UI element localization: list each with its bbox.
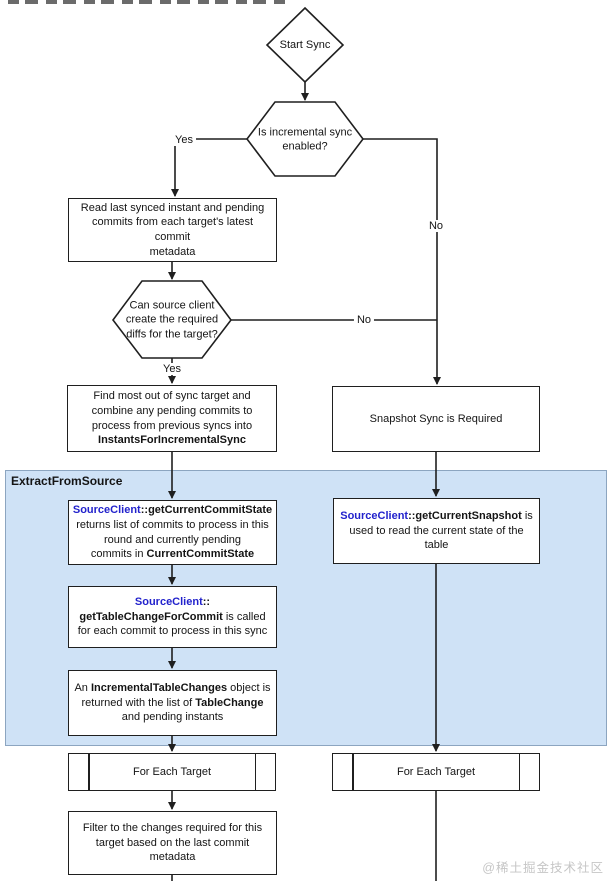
edge-label-no-diffs: No — [353, 314, 375, 326]
node-get-table-change-for-commit: SourceClient::getTableChangeForCommit is… — [68, 586, 277, 648]
decision-incremental-label: Is incremental sync enabled? — [257, 126, 353, 153]
edge-label-no-incremental: No — [425, 220, 447, 232]
node-for-each-target-left: For Each Target — [68, 753, 276, 791]
edge-yes-to-read — [171, 138, 247, 197]
subroutine-bar-right — [254, 754, 256, 790]
node-for-each-target-right: For Each Target — [332, 753, 540, 791]
decision-diffs-label: Can source client create the required di… — [125, 299, 219, 341]
subroutine-bar-left — [88, 754, 90, 790]
subroutine-bar-left — [352, 754, 354, 790]
edge-no-to-snapshot — [363, 138, 441, 385]
for-each-target-left-label: For Each Target — [132, 765, 212, 778]
node-read-last-synced: Read last synced instant and pending com… — [68, 198, 277, 262]
node-snapshot-required: Snapshot Sync is Required — [332, 386, 540, 452]
subroutine-bar-right — [518, 754, 520, 790]
edge-label-yes-diffs: Yes — [160, 363, 184, 375]
start-node-label: Start Sync — [279, 38, 331, 51]
edge-label-yes-incremental: Yes — [172, 134, 196, 146]
node-filter-changes: Filter to the changes required for this … — [68, 811, 277, 875]
cropped-text-artifact — [8, 0, 286, 4]
watermark-text: @稀土掘金技术社区 — [482, 861, 604, 875]
region-label: ExtractFromSource — [11, 474, 123, 488]
decision-diffs-shape — [111, 280, 233, 359]
for-each-target-right-label: For Each Target — [396, 765, 476, 778]
